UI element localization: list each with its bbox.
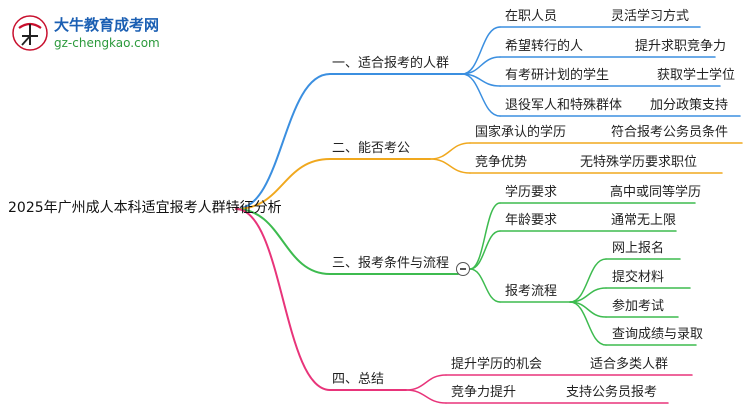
branch-3-item-1-note[interactable]: 高中或同等学历 <box>610 185 702 200</box>
connector-branch-2-item-2 <box>429 158 471 174</box>
connector-root-branch-4 <box>235 208 331 391</box>
branch-3-item-1[interactable]: 学历要求 <box>505 185 558 200</box>
branch-1-item-1[interactable]: 在职人员 <box>505 9 558 24</box>
branch-3-item-2[interactable]: 年龄要求 <box>505 213 558 228</box>
connector-process-step-1 <box>569 258 607 303</box>
branch-1-item-4-note[interactable]: 加分政策支持 <box>650 98 729 113</box>
branch-2-item-1-note[interactable]: 符合报考公务员条件 <box>611 125 729 140</box>
branch-2-node[interactable]: 二、能否考公 <box>332 141 411 156</box>
branch-1-item-3[interactable]: 有考研计划的学生 <box>505 68 610 83</box>
connector-root-branch-3 <box>235 208 331 275</box>
branch-1-item-4[interactable]: 退役军人和特殊群体 <box>505 98 623 113</box>
logo-title: 大牛教育成考网 <box>54 16 160 34</box>
branch-1-item-2[interactable]: 希望转行的人 <box>505 39 584 54</box>
branch-4-item-2-note[interactable]: 支持公务员报考 <box>566 385 658 400</box>
connector-branch-4-item-1 <box>405 374 447 391</box>
logo-mark-icon <box>12 15 48 51</box>
connector-branch-3-item-1 <box>469 202 501 270</box>
branch-3-process-node[interactable]: 报考流程 <box>505 284 558 299</box>
branch-4-item-1-note[interactable]: 适合多类人群 <box>590 357 669 372</box>
branch-1-item-1-note[interactable]: 灵活学习方式 <box>611 9 690 24</box>
connector-branch-2-item-1 <box>429 142 471 160</box>
logo-url: gz-chengkao.com <box>54 36 160 50</box>
branch-4-item-2[interactable]: 竞争力提升 <box>451 385 517 400</box>
branch-1-item-2-note[interactable]: 提升求职竞争力 <box>635 39 727 54</box>
branch-3-node[interactable]: 三、报考条件与流程 <box>332 256 450 271</box>
branch-3-item-2-note[interactable]: 通常无上限 <box>611 213 677 228</box>
branch-2-item-2-note[interactable]: 无特殊学历要求职位 <box>580 155 698 170</box>
branch-3-collapse-button[interactable] <box>456 262 470 276</box>
branch-4-item-1[interactable]: 提升学历的机会 <box>451 357 543 372</box>
process-step-2[interactable]: 提交材料 <box>612 270 665 285</box>
branch-2-item-1[interactable]: 国家承认的学历 <box>475 125 567 140</box>
connector-branch-1-item-4 <box>461 73 501 117</box>
branch-4-node[interactable]: 四、总结 <box>332 372 385 387</box>
connector-branch-4-item-2 <box>405 389 447 404</box>
process-step-3[interactable]: 参加考试 <box>612 299 665 314</box>
branch-2-item-2[interactable]: 竞争优势 <box>475 155 528 170</box>
connector-branch-1-item-2 <box>461 56 501 75</box>
connector-process-step-4 <box>569 301 607 346</box>
connector-branch-3-item-2 <box>469 230 501 270</box>
process-step-1[interactable]: 网上报名 <box>612 241 665 256</box>
process-step-4[interactable]: 查询成绩与录取 <box>612 327 704 342</box>
connector-root-branch-2 <box>235 158 331 210</box>
connector-root-branch-1 <box>235 73 331 210</box>
connector-branch-1-item-1 <box>461 26 501 75</box>
branch-1-item-3-note[interactable]: 获取学士学位 <box>657 68 736 83</box>
branch-1-node[interactable]: 一、适合报考的人群 <box>332 56 450 71</box>
root-node[interactable]: 2025年广州成人本科适宜报考人群特征分析 <box>8 200 282 216</box>
connector-branch-3-process <box>469 268 501 303</box>
site-logo[interactable]: 大牛教育成考网 gz-chengkao.com <box>12 12 182 56</box>
